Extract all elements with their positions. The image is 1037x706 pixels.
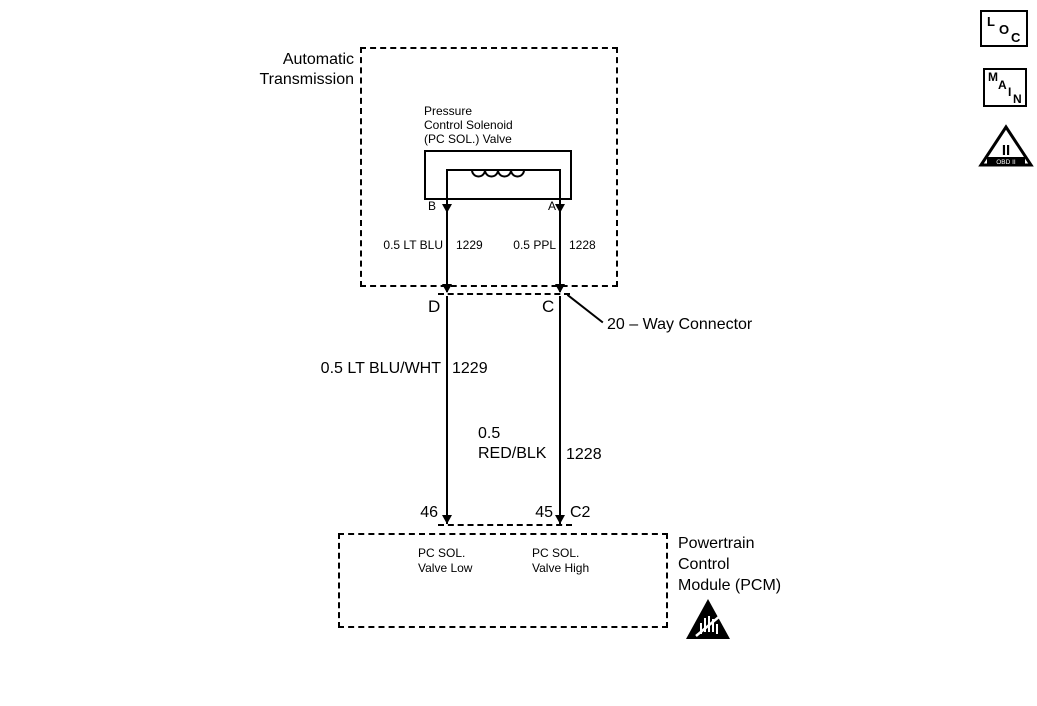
arrow-down-icon: [555, 515, 565, 524]
connector-c2-dash-line: [438, 524, 572, 526]
arrow-down-icon: [442, 515, 452, 524]
connector-pointer-line: [566, 294, 604, 324]
main-letter: A: [998, 78, 1007, 92]
pcm-pin-low-label: PC SOL. Valve Low: [418, 546, 473, 575]
wire-b-circuit: 1229: [456, 238, 483, 252]
terminal-d-label: D: [428, 297, 441, 316]
wire-b-spec: 0.5 LT BLU: [383, 238, 443, 252]
terminal-a-label: A: [548, 199, 557, 213]
loc-letter: L: [987, 14, 995, 29]
solenoid-box: [424, 150, 572, 200]
wire-a-upper: [559, 200, 561, 292]
wire-a-spec: 0.5 PPL: [513, 238, 556, 252]
wire-left-lower: [446, 296, 448, 524]
obdii-numeral: II: [1002, 142, 1010, 159]
arrow-down-icon: [442, 284, 452, 293]
loc-icon[interactable]: L O C: [980, 10, 1028, 47]
obdii-icon[interactable]: II OBD II: [978, 124, 1034, 168]
arrow-down-icon: [442, 204, 452, 213]
obdii-banner: OBD II: [996, 159, 1016, 166]
main-icon[interactable]: M A I N: [983, 68, 1027, 107]
connector-20way-label: 20 – Way Connector: [607, 316, 753, 333]
wire-right-circuit: 1228: [566, 446, 602, 463]
wire-right-lower: [559, 296, 561, 524]
wire-left-circuit: 1229: [452, 360, 488, 377]
pcm-boundary-box: [338, 533, 668, 628]
arrow-down-icon: [555, 204, 565, 213]
pin-46-label: 46: [420, 504, 438, 521]
solenoid-label: Pressure Control Solenoid (PC SOL.) Valv…: [424, 104, 513, 146]
pcm-label: Powertrain Control Module (PCM): [678, 535, 782, 594]
loc-letter: C: [1011, 30, 1021, 45]
terminal-c-label: C: [542, 297, 555, 316]
connector-c2-label: C2: [570, 504, 591, 521]
pcm-pin-high-label: PC SOL. Valve High: [532, 546, 590, 575]
wire-left-spec: 0.5 LT BLU/WHT: [320, 360, 441, 377]
main-letter: M: [988, 70, 998, 84]
transmission-boundary-box: [360, 47, 618, 287]
esd-warning-icon: [686, 599, 730, 639]
wire-a-circuit: 1228: [569, 238, 596, 252]
wire-b-upper: [446, 200, 448, 292]
wire-right-spec: 0.5 RED/BLK: [478, 425, 547, 462]
terminal-b-label: B: [428, 199, 437, 213]
connector-dash-line: [438, 293, 570, 295]
arrow-down-icon: [555, 284, 565, 293]
solenoid-coil-icon: [446, 169, 561, 200]
main-letter: I: [1008, 85, 1012, 99]
automatic-transmission-label: Automatic Transmission: [259, 51, 354, 88]
loc-letter: O: [999, 22, 1010, 37]
main-letter: N: [1013, 92, 1022, 106]
pin-45-label: 45: [535, 504, 553, 521]
